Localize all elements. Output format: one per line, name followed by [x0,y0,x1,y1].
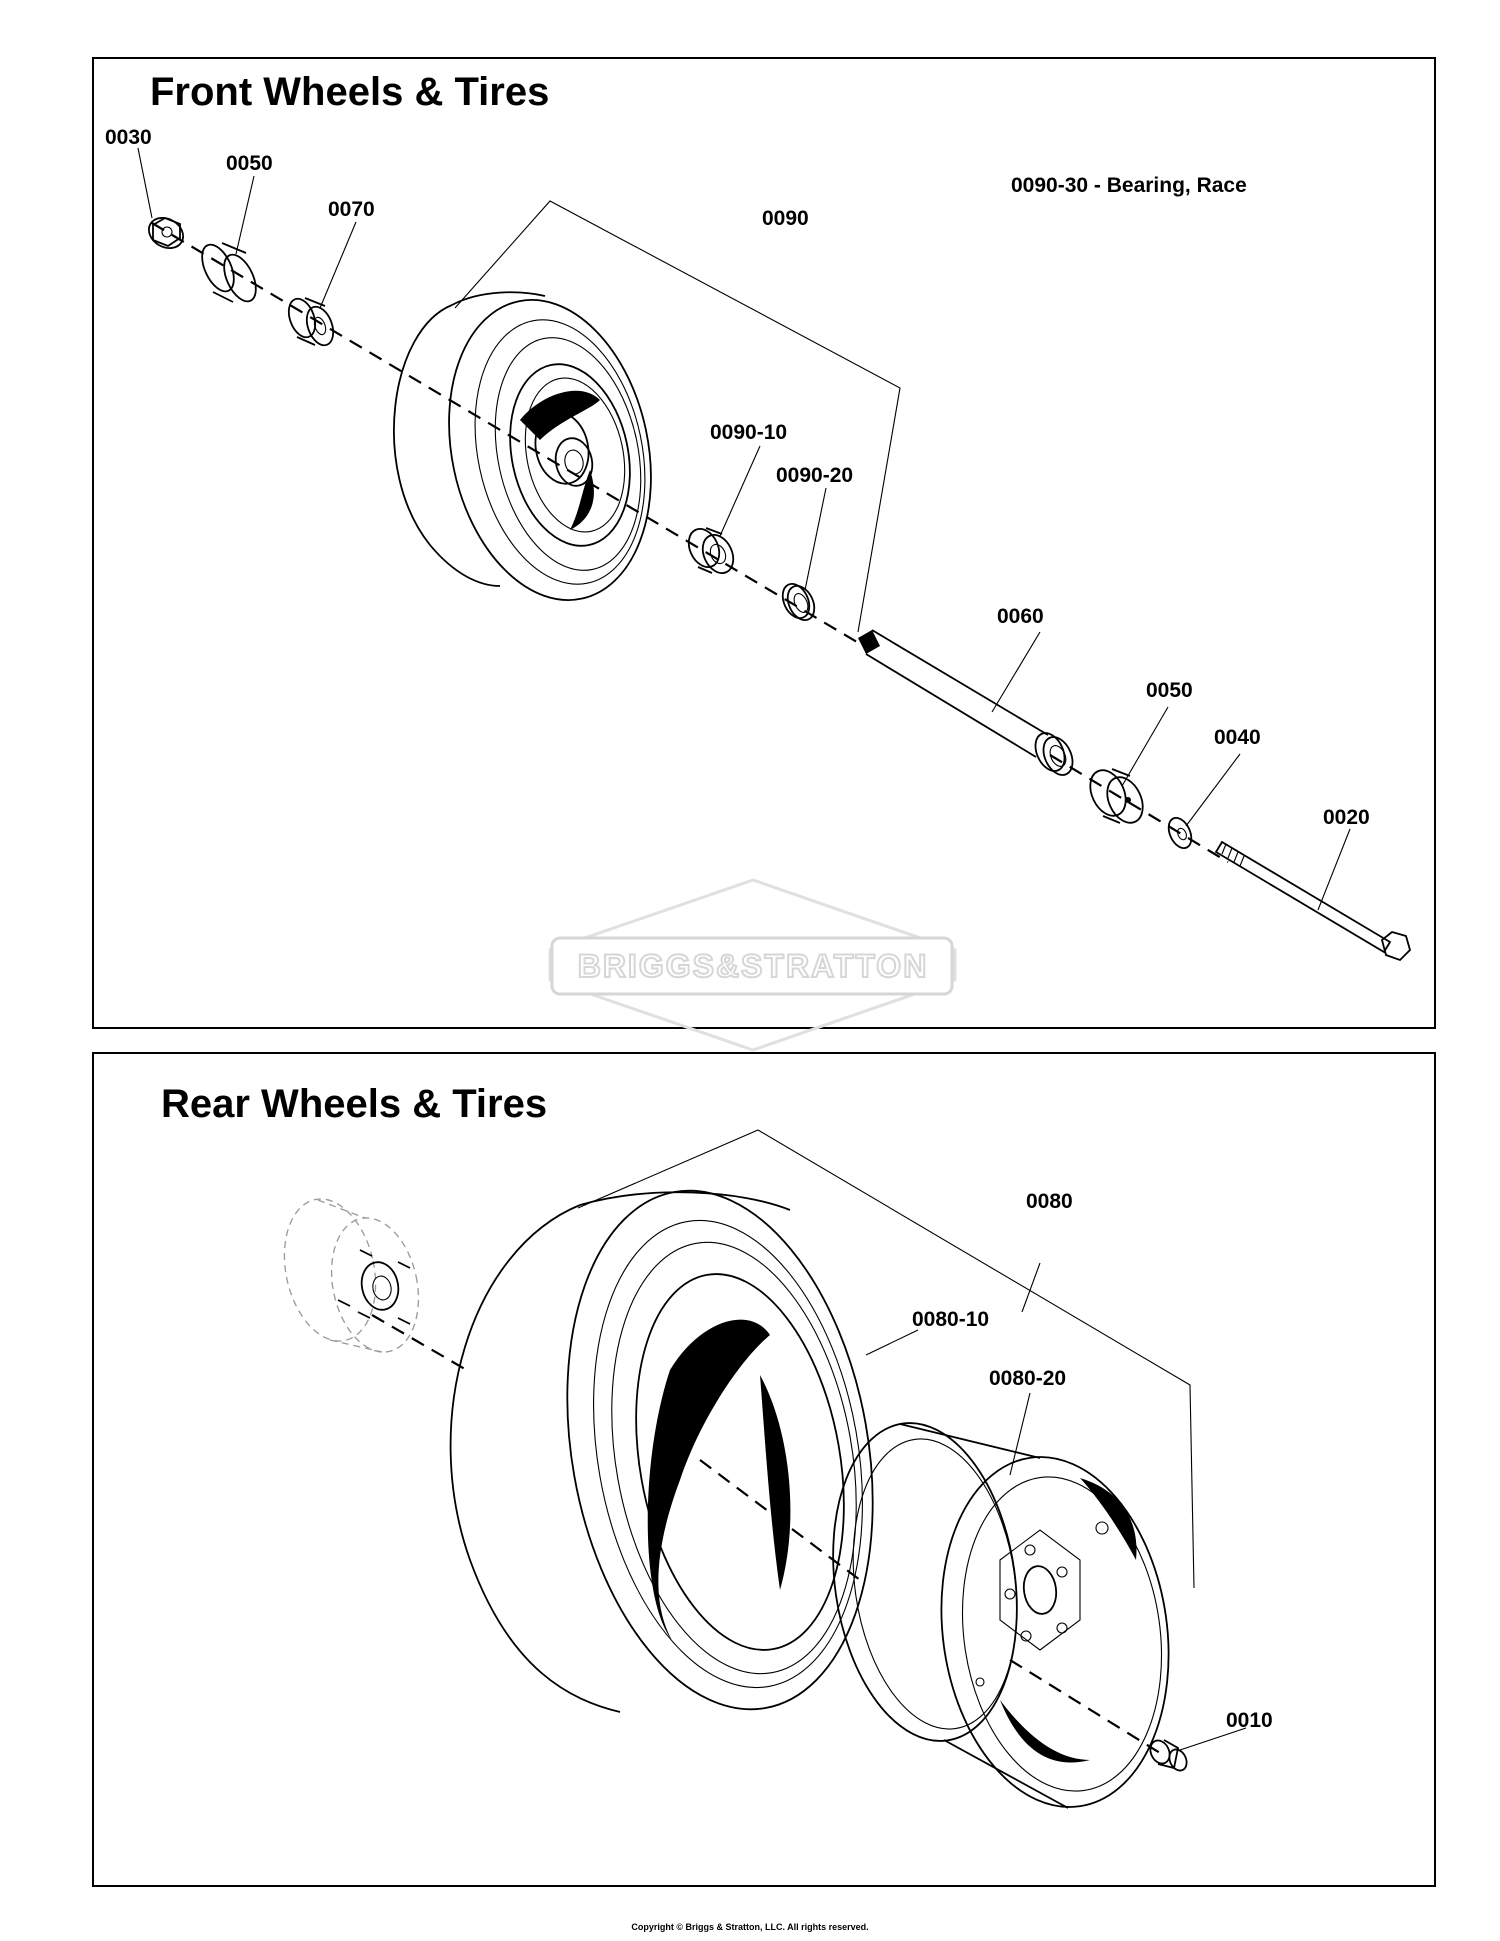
race-0090-20 [781,583,816,621]
callout-0080: 0080 [1026,1190,1073,1213]
callout-0070: 0070 [328,198,375,221]
watermark-text: BRIGGS&STRATTON [578,948,929,984]
callout-0050-left: 0050 [226,152,273,175]
axle-tube-0060 [858,629,1074,776]
bearing-race-note: 0090-30 - Bearing, Race [1011,174,1247,197]
rear-wheels-panel [92,1052,1436,1887]
lug-nut-0010 [1149,1739,1188,1772]
washer-0040 [1167,816,1193,850]
front-panel-title: Front Wheels & Tires [150,70,550,114]
rear-tire-0080-10 [449,1189,874,1713]
callout-0080-20: 0080-20 [989,1367,1066,1390]
flange-nut-0030 [148,217,184,249]
bolt-0020 [1214,840,1412,962]
rear-leader-lines [577,1129,1247,1751]
bearing-0090-10 [687,527,735,574]
briggs-stratton-watermark-logo: BRIGGS&STRATTON [548,878,957,1052]
spacer-0050-right [1089,768,1144,824]
rear-hub-ghost [283,1198,420,1353]
front-axis-line-2 [1049,754,1229,863]
callout-0050-right: 0050 [1146,679,1193,702]
callout-0090: 0090 [762,207,809,230]
bushing-0070 [287,297,335,347]
callout-0040: 0040 [1214,726,1261,749]
rear-axis-line-1 [371,1314,471,1373]
callout-0020: 0020 [1323,806,1370,829]
front-leader-lines [137,147,1351,911]
rear-panel-title: Rear Wheels & Tires [161,1082,548,1126]
callout-0090-20: 0090-20 [776,464,853,487]
rear-rim-0080-20 [832,1422,1170,1809]
copyright-notice: Copyright © Briggs & Stratton, LLC. All … [631,1922,869,1932]
rear-axis-line-3 [1009,1659,1161,1754]
front-tire-0090 [393,291,652,601]
front-wheels-panel [92,57,1436,1029]
callout-0060: 0060 [997,605,1044,628]
callout-0010: 0010 [1226,1709,1273,1732]
spacer-0050-left [201,242,257,303]
callout-0090-10: 0090-10 [710,421,787,444]
callout-0080-10: 0080-10 [912,1308,989,1331]
callout-0030: 0030 [105,126,152,149]
